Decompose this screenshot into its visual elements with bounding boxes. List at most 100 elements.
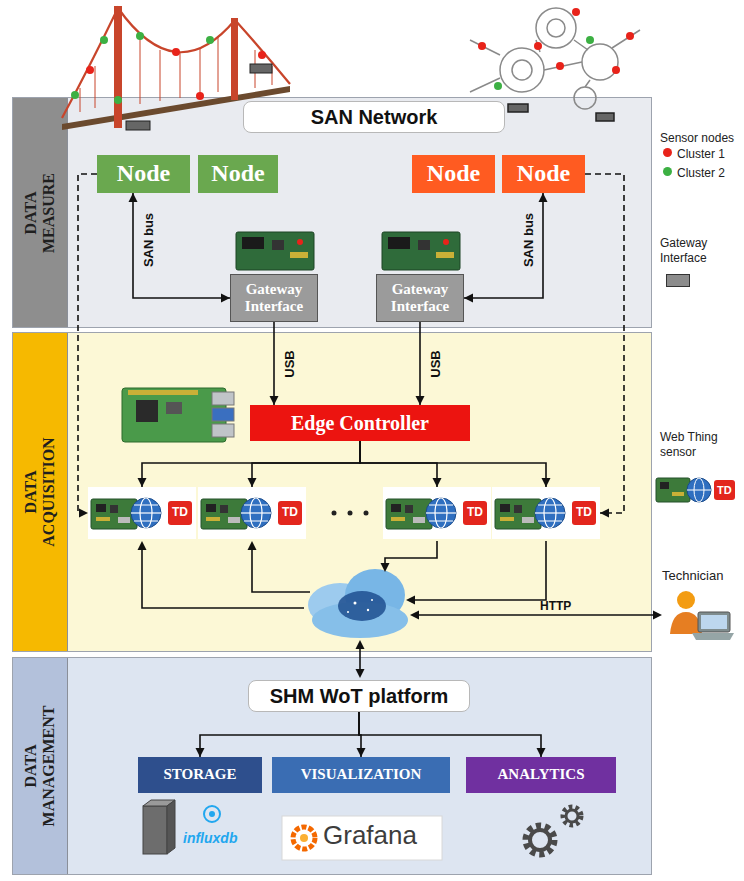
layer-bar: DATA MANAGEMENT [13,658,68,874]
technician-icon-part [692,633,734,640]
machine-illustration-part [612,66,620,74]
web-thing-sensor: TD [88,487,196,539]
machine-illustration-part [494,82,502,90]
board-globe-icon-part [110,505,118,513]
bridge-illustration-part [100,36,108,44]
web-thing-legend-icon [656,478,711,502]
web-thing-sensor: TD [198,487,306,539]
label-holder: influxdb [183,829,237,847]
web-thing-legend-icon-part [656,478,690,502]
protocol-label: HTTP [540,600,571,614]
board-globe-icon [383,487,457,539]
service-box: VISUALIZATION [272,757,450,793]
board-globe-icon-part [405,505,413,513]
bridge-illustration-part [231,18,238,100]
label-holder: Grafana [323,821,417,851]
web-thing-legend-icon-part [687,490,711,491]
thing-description-badge: TD [278,501,302,524]
layer-bar: DATA MEASURE [13,98,68,327]
bridge-illustration-part [206,36,214,44]
connector-label-holder: USB [280,350,298,377]
thing-description-badge: TD [714,480,735,500]
layer-label: DATA MEASURE [22,163,57,263]
board-globe-icon-part [241,512,271,513]
board-globe-icon-part [241,498,271,528]
layer-label: DATA ACQUISITION [22,422,57,562]
legend-text: Cluster 2 [677,166,725,181]
web-thing-legend-icon-part [672,492,684,496]
board-globe-icon-part [429,505,453,521]
board-globe-icon-part [535,512,565,513]
label-holder: HTTP [540,596,571,614]
legend-text: Gateway Interface [660,236,740,266]
box-label: VISUALIZATION [301,766,422,783]
sensor-node-box: Node [412,155,495,193]
board-globe-icon-part [244,505,268,521]
machine-illustration-part [500,48,544,92]
web-thing-sensor: TD [383,487,491,539]
board-globe-icon-part [96,504,106,512]
platform-box: SHM WoT platform [248,680,470,712]
label-holder: TD [714,480,735,500]
board-globe-icon-part [522,517,534,523]
machine-illustration-part [478,42,486,50]
machine-illustration-part [534,42,542,50]
board-globe-icon-part [386,499,432,529]
thing-description-badge: TD [168,501,192,524]
box-label: SHM WoT platform [270,685,449,708]
legend-entry: Web Thing sensor [660,430,740,460]
legend-entry: Cluster 2 [677,163,725,181]
connector-label-holder: SAN bus [139,213,157,267]
machine-illustration-part [626,32,634,40]
box-label: Gateway Interface [384,281,456,316]
machine-illustration-part [547,19,565,37]
machine-illustration-part [586,36,594,44]
board-globe-icon [88,487,162,539]
service-box: ANALYTICS [466,757,616,793]
layer-label-holder: DATA ACQUISITION [22,422,57,562]
legend-heading: Sensor nodes [660,132,734,146]
bridge-illustration-part [172,48,180,56]
machine-illustration-part [572,8,580,16]
board-globe-icon-part [134,505,158,521]
legend-entry: Gateway Interface [660,236,740,266]
board-globe-icon-part [413,517,425,523]
legend-swatch [663,148,672,157]
board-globe-icon-part [538,505,562,521]
box-label: Node [517,160,570,188]
bus-label: SAN bus [521,213,536,267]
board-globe-icon [492,487,566,539]
layer-panel: DATA MEASURESAN NetworkNodeNodeNodeNodeG… [12,97,652,328]
board-globe-icon-part [391,517,405,521]
board-globe-icon-part [500,517,514,521]
board-globe-icon-part [131,512,161,513]
gateway-box: Gateway Interface [376,274,464,322]
layer-label-holder: DATA MEASURE [22,163,57,263]
box-label: ANALYTICS [498,766,585,783]
bridge-illustration-part [136,32,144,40]
technician-icon-part [677,591,695,609]
machine-illustration-part [470,30,640,92]
layer-label: DATA MANAGEMENT [22,696,57,836]
web-thing-legend-icon-part [687,478,711,502]
controller-box: Edge Controller [250,405,470,441]
sensor-node-box: Node [502,155,585,193]
bridge-illustration-part [258,51,266,59]
board-globe-icon-part [201,499,247,529]
sensor-node-box: Node [198,155,278,193]
web-thing-legend-icon-part [660,482,669,489]
connector-label-holder: SAN bus [519,213,537,267]
board-globe-icon-part [500,504,510,512]
board-globe-icon [198,487,272,539]
board-globe-icon-part [535,498,565,528]
logo-text: influxdb [183,830,237,846]
legend-swatch [666,274,690,287]
technician-icon-part [701,615,727,629]
box-label: Node [427,160,480,188]
machine-illustration-part [582,44,618,80]
board-globe-icon-part [228,517,240,523]
gateway-box: Gateway Interface [230,274,318,322]
legend-text: Cluster 1 [677,147,725,162]
technician-icon [670,591,734,640]
